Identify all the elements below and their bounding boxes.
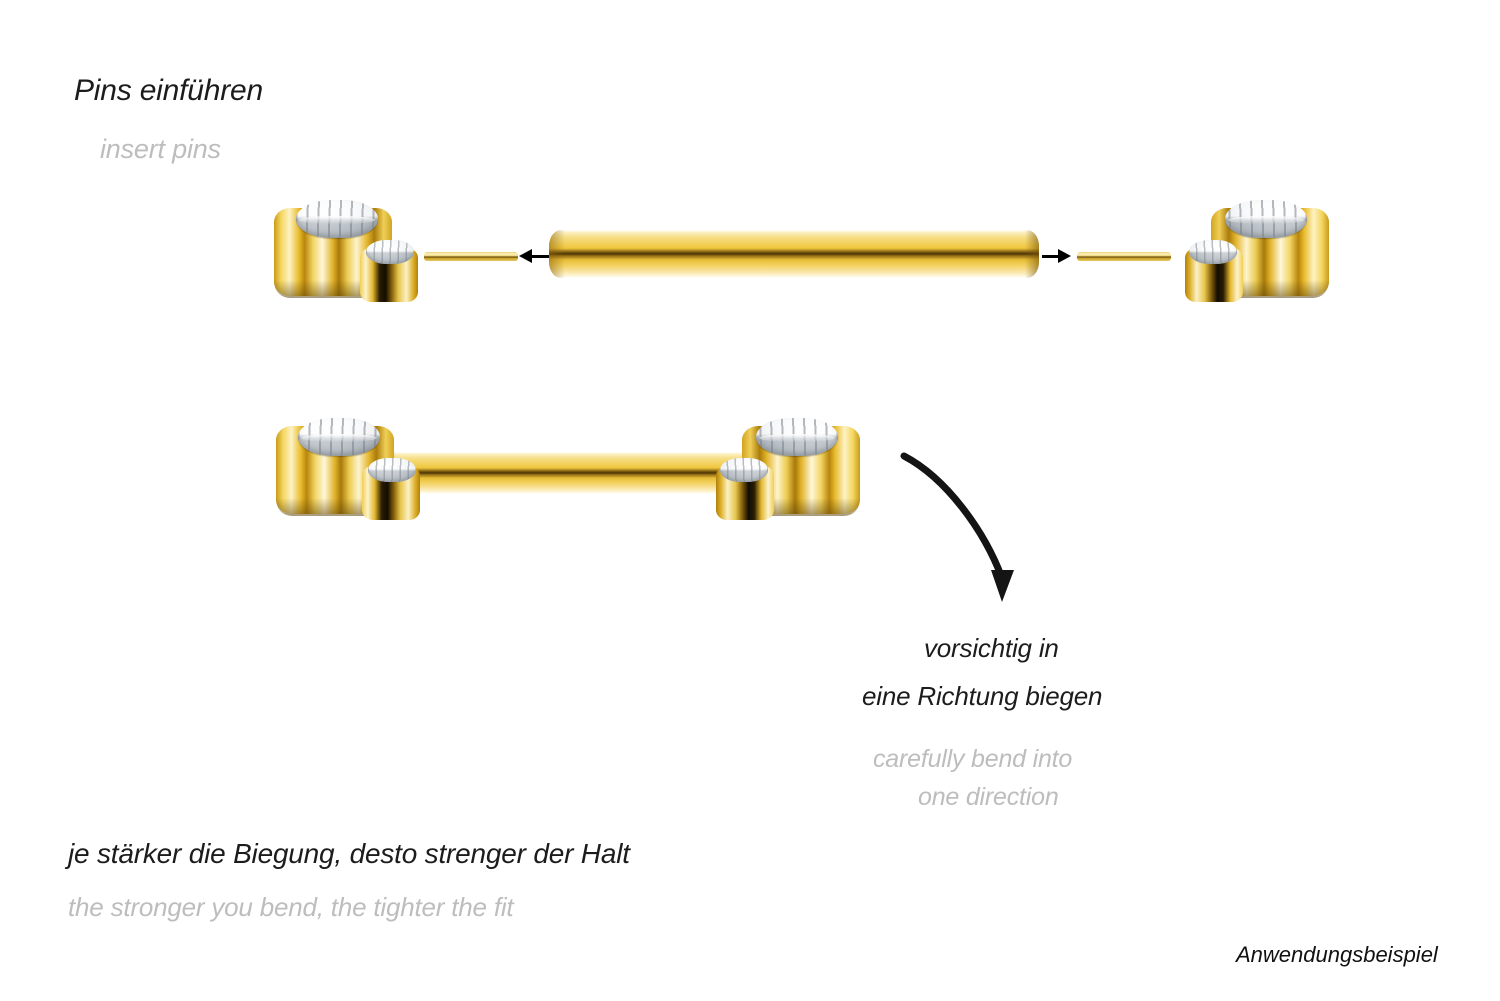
step1-heading-de: Pins einführen bbox=[74, 74, 263, 107]
gem-end-piece-left-assembled bbox=[274, 418, 424, 523]
step2-heading-de-line2: eine Richtung biegen bbox=[862, 681, 1103, 711]
exploded-assembly-diagram bbox=[0, 0, 1500, 360]
crystal-gem-large bbox=[756, 418, 838, 456]
step3-heading-en: the stronger you bend, the tighter the f… bbox=[68, 892, 514, 922]
gold-tube-center bbox=[549, 230, 1039, 278]
arrow-right-shaft bbox=[1042, 255, 1060, 258]
curved-bend-arrow-shaft bbox=[900, 452, 1006, 582]
gem-end-piece-left bbox=[272, 200, 422, 305]
pin-right bbox=[1077, 252, 1171, 261]
step2-heading-en-line2: one direction bbox=[918, 783, 1059, 811]
crystal-gem-small bbox=[720, 458, 768, 482]
crystal-gem-large bbox=[298, 418, 380, 456]
curved-bend-arrow-head bbox=[991, 570, 1014, 602]
arrow-right-head bbox=[1058, 249, 1071, 263]
crystal-rim bbox=[301, 433, 377, 443]
crystal-gem-small bbox=[366, 240, 414, 264]
crystal-facets-small bbox=[368, 458, 416, 482]
step2-heading-de-line1: vorsichtig in bbox=[924, 633, 1059, 663]
application-example-label: Anwendungsbeispiel bbox=[1236, 942, 1438, 967]
step2-heading-en-line1: carefully bend into bbox=[873, 745, 1073, 773]
crystal-rim bbox=[299, 215, 375, 225]
step3-heading-de: je stärker die Biegung, desto strenger d… bbox=[68, 838, 630, 869]
pin-left bbox=[424, 252, 518, 261]
crystal-facets-small bbox=[720, 458, 768, 482]
crystal-gem-small bbox=[368, 458, 416, 482]
crystal-facets-small bbox=[366, 240, 414, 264]
gem-end-piece-right-assembled bbox=[712, 418, 862, 523]
step1-heading-en: insert pins bbox=[100, 134, 221, 164]
curved-bend-arrow bbox=[900, 452, 1014, 602]
assembled-nipple-barbell bbox=[274, 418, 862, 523]
arrow-left-head bbox=[519, 249, 532, 263]
arrow-left-shaft bbox=[531, 255, 549, 258]
crystal-gem-large bbox=[296, 200, 378, 238]
